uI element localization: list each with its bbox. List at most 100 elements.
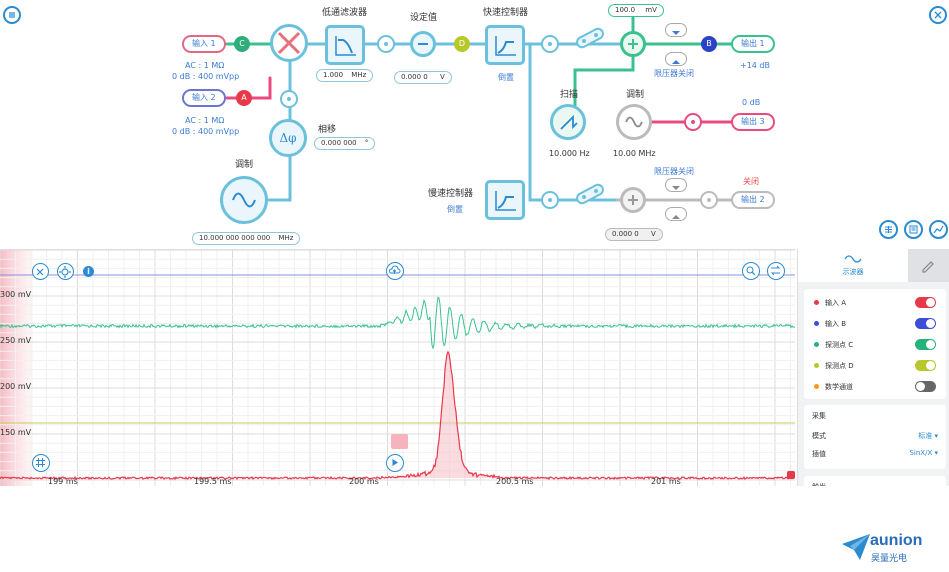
close-settings-icon[interactable] (929, 6, 947, 24)
ramp-generator-icon[interactable] (550, 104, 586, 140)
menu-icon[interactable] (3, 6, 21, 24)
junction-dot[interactable] (280, 90, 298, 108)
fast-ctrl-inverted[interactable]: 倒置 (498, 73, 514, 82)
scan-frequency: 10.000 Hz (549, 149, 590, 158)
junction-dot[interactable] (377, 35, 395, 53)
x-axis-label: 199.5 ms (194, 477, 232, 486)
input-1-button[interactable]: 输入 1 (182, 35, 226, 53)
mod-right-frequency: 10.00 MHz (613, 149, 656, 158)
junction-dot[interactable] (684, 113, 702, 131)
junction-dot[interactable] (541, 191, 559, 209)
fast-ctrl-title: 快速控制器 (483, 8, 529, 18)
channel-color-dot (814, 342, 819, 347)
channel-toggle[interactable] (915, 381, 936, 392)
channel-toggle[interactable] (915, 297, 936, 308)
input-2-button[interactable]: 输入 2 (182, 89, 226, 107)
x-axis-label: 200 ms (349, 477, 379, 486)
fast-controller-icon[interactable] (485, 25, 525, 65)
scope-settings-panel: 示波器 输入 A 输入 B 探测点 C 探测点 D 数学通道 采集 模式 标准 ▾ 插值… (797, 249, 949, 486)
channel-marker[interactable] (787, 471, 795, 479)
close-cursor-icon[interactable] (32, 263, 49, 280)
swap-icon[interactable] (767, 262, 785, 280)
scan-title: 扫描 (560, 90, 579, 100)
limiter-2-down-icon[interactable] (665, 207, 687, 221)
input-2-range: 0 dB : 400 mVpp (172, 127, 240, 136)
channel-color-dot (814, 300, 819, 305)
sine-generator-right-icon[interactable] (616, 104, 652, 140)
mod-left-frequency-field[interactable]: 10.000 000 000 000 MHz (192, 232, 301, 245)
offset-bottom-field[interactable]: 0.000 0 V (605, 228, 663, 241)
junction-dot[interactable] (541, 35, 559, 53)
mode-select[interactable]: 标准 ▾ (918, 432, 938, 440)
channel-label: 输入 B (825, 319, 847, 328)
channel-label: 数学通道 (825, 382, 853, 391)
adder-2-icon[interactable] (620, 187, 646, 213)
phase-shift-icon[interactable]: Δφ (269, 119, 307, 157)
mode-label: 模式 (812, 432, 826, 440)
output-3-gain: 0 dB (742, 98, 761, 107)
channel-row: 探测点 D (804, 355, 946, 376)
node-d: D (454, 36, 470, 52)
mod-left-title: 调制 (235, 160, 254, 170)
sine-generator-icon[interactable] (220, 176, 268, 224)
output-2-state: 关闭 (743, 177, 759, 186)
channel-label: 探测点 D (825, 361, 854, 370)
info-icon[interactable]: i (83, 266, 94, 277)
node-c: C (234, 36, 250, 52)
channel-toggle[interactable] (915, 360, 936, 371)
slow-ctrl-title: 慢速控制器 (428, 189, 474, 199)
channel-toggle[interactable] (915, 339, 936, 350)
channel-row: 探测点 C (804, 334, 946, 355)
input-1-coupling: AC : 1 MΩ (185, 61, 225, 70)
trigger-card: 触发 (804, 476, 946, 486)
autoscale-icon[interactable] (57, 263, 74, 280)
setpoint-title: 设定值 (410, 13, 438, 23)
lowpass-field[interactable]: 1.000 MHz (316, 69, 374, 82)
slow-switch-icon[interactable] (572, 183, 608, 205)
subtract-icon[interactable] (410, 31, 436, 57)
channel-row: 输入 B (804, 313, 946, 334)
brand-logo: aunion 昊量光电 (840, 532, 945, 564)
setpoint-field[interactable]: 0.000 0 V (394, 71, 452, 84)
limiter-2-up-icon[interactable] (665, 178, 687, 192)
grid-toggle-icon[interactable] (32, 454, 50, 472)
cloud-upload-icon[interactable] (386, 262, 404, 280)
channel-toggle[interactable] (915, 318, 936, 329)
junction-dot[interactable] (700, 191, 718, 209)
interp-select[interactable]: SinX/X ▾ (909, 449, 938, 457)
x-axis-label: 199 ms (48, 477, 78, 486)
play-icon[interactable] (386, 454, 404, 472)
trend-icon[interactable] (929, 220, 948, 239)
lowpass-filter-icon[interactable] (325, 25, 365, 65)
limiter-up-icon[interactable] (665, 23, 687, 37)
limiter-2-label[interactable]: 限压器关闭 (654, 167, 694, 176)
output-3-button[interactable]: 输出 3 (731, 113, 775, 131)
phase-field[interactable]: 0.000 000 ° (314, 137, 376, 150)
limiter-down-icon[interactable] (665, 52, 687, 66)
offset-top-field[interactable]: 100.0 mV (608, 4, 664, 17)
block-diagram-wires (225, 8, 746, 202)
tab-edit[interactable] (908, 249, 949, 282)
mixer-icon[interactable] (270, 24, 308, 62)
zoom-icon[interactable] (742, 262, 760, 280)
fast-switch-icon[interactable] (572, 27, 608, 49)
interp-label: 插值 (812, 450, 826, 458)
acquisition-card: 采集 模式 标准 ▾ 插值 SinX/X ▾ (804, 405, 946, 469)
acq-title: 采集 (812, 412, 826, 420)
notes-icon[interactable] (904, 220, 923, 239)
grid-view-icon[interactable] (879, 220, 898, 239)
slow-ctrl-inverted[interactable]: 倒置 (447, 205, 463, 214)
limiter-1-label[interactable]: 限压器关闭 (654, 69, 694, 78)
channel-label: 输入 A (825, 298, 847, 307)
trigger-marker[interactable] (391, 434, 408, 449)
channel-color-dot (814, 363, 819, 368)
output-2-button[interactable]: 输出 2 (731, 191, 775, 209)
adder-icon[interactable] (620, 31, 646, 57)
output-1-button[interactable]: 输出 1 (731, 35, 775, 53)
x-axis-label: 201 ms (651, 477, 681, 486)
oscilloscope-plot[interactable]: 300 mV 250 mV 200 mV 150 mV 199 ms 199.5… (0, 249, 795, 486)
phase-title: 相移 (318, 125, 337, 135)
slow-controller-icon[interactable] (485, 180, 525, 220)
tab-scope[interactable]: 示波器 (798, 249, 908, 282)
y-axis-label: 200 mV (0, 382, 32, 391)
